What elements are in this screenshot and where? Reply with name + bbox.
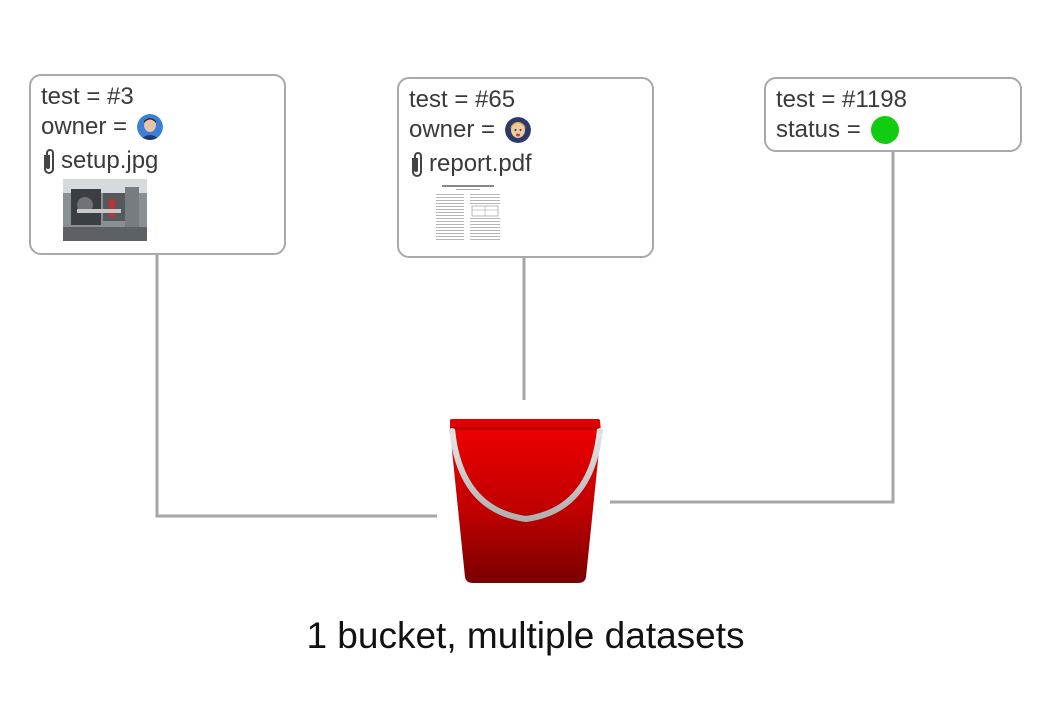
dataset-card-test-3[interactable]: test = #3 owner = setup.jpg <box>29 74 286 255</box>
status-line: status = <box>776 115 1010 145</box>
connector-card-3 <box>610 151 895 504</box>
attachment-line[interactable]: setup.jpg <box>41 146 158 176</box>
test-id-text: test = #65 <box>409 86 516 113</box>
connector-card-1 <box>155 255 437 518</box>
document-thumbnail-icon[interactable] <box>434 184 502 244</box>
paperclip-icon <box>44 149 54 174</box>
status-label: status = <box>776 116 861 143</box>
owner-line: owner = <box>41 112 274 142</box>
attachment-line[interactable]: report.pdf <box>409 149 532 179</box>
owner-avatar-icon[interactable] <box>505 117 532 143</box>
test-id-text: test = #3 <box>41 83 134 110</box>
diagram-caption: 1 bucket, multiple datasets <box>306 615 745 656</box>
dataset-card-test-1198[interactable]: test = #1198 status = <box>764 77 1022 152</box>
photo-thumbnail-icon[interactable] <box>63 179 147 241</box>
owner-label: owner = <box>409 116 496 143</box>
red-bucket-icon <box>449 419 603 583</box>
owner-line: owner = <box>409 115 642 145</box>
dataset-card-test-65[interactable]: test = #65 owner = report.pdf <box>397 77 654 258</box>
test-id-line: test = #65 <box>409 85 642 115</box>
attachment-filename[interactable]: setup.jpg <box>61 147 159 174</box>
status-indicator-icon <box>870 116 899 144</box>
owner-label: owner = <box>41 113 128 140</box>
test-id-text: test = #1198 <box>776 86 907 113</box>
attachment-filename[interactable]: report.pdf <box>429 150 532 177</box>
owner-avatar-icon[interactable] <box>137 114 164 140</box>
paperclip-icon <box>412 152 422 177</box>
test-id-line: test = #3 <box>41 82 274 112</box>
test-id-line: test = #1198 <box>776 85 1010 115</box>
